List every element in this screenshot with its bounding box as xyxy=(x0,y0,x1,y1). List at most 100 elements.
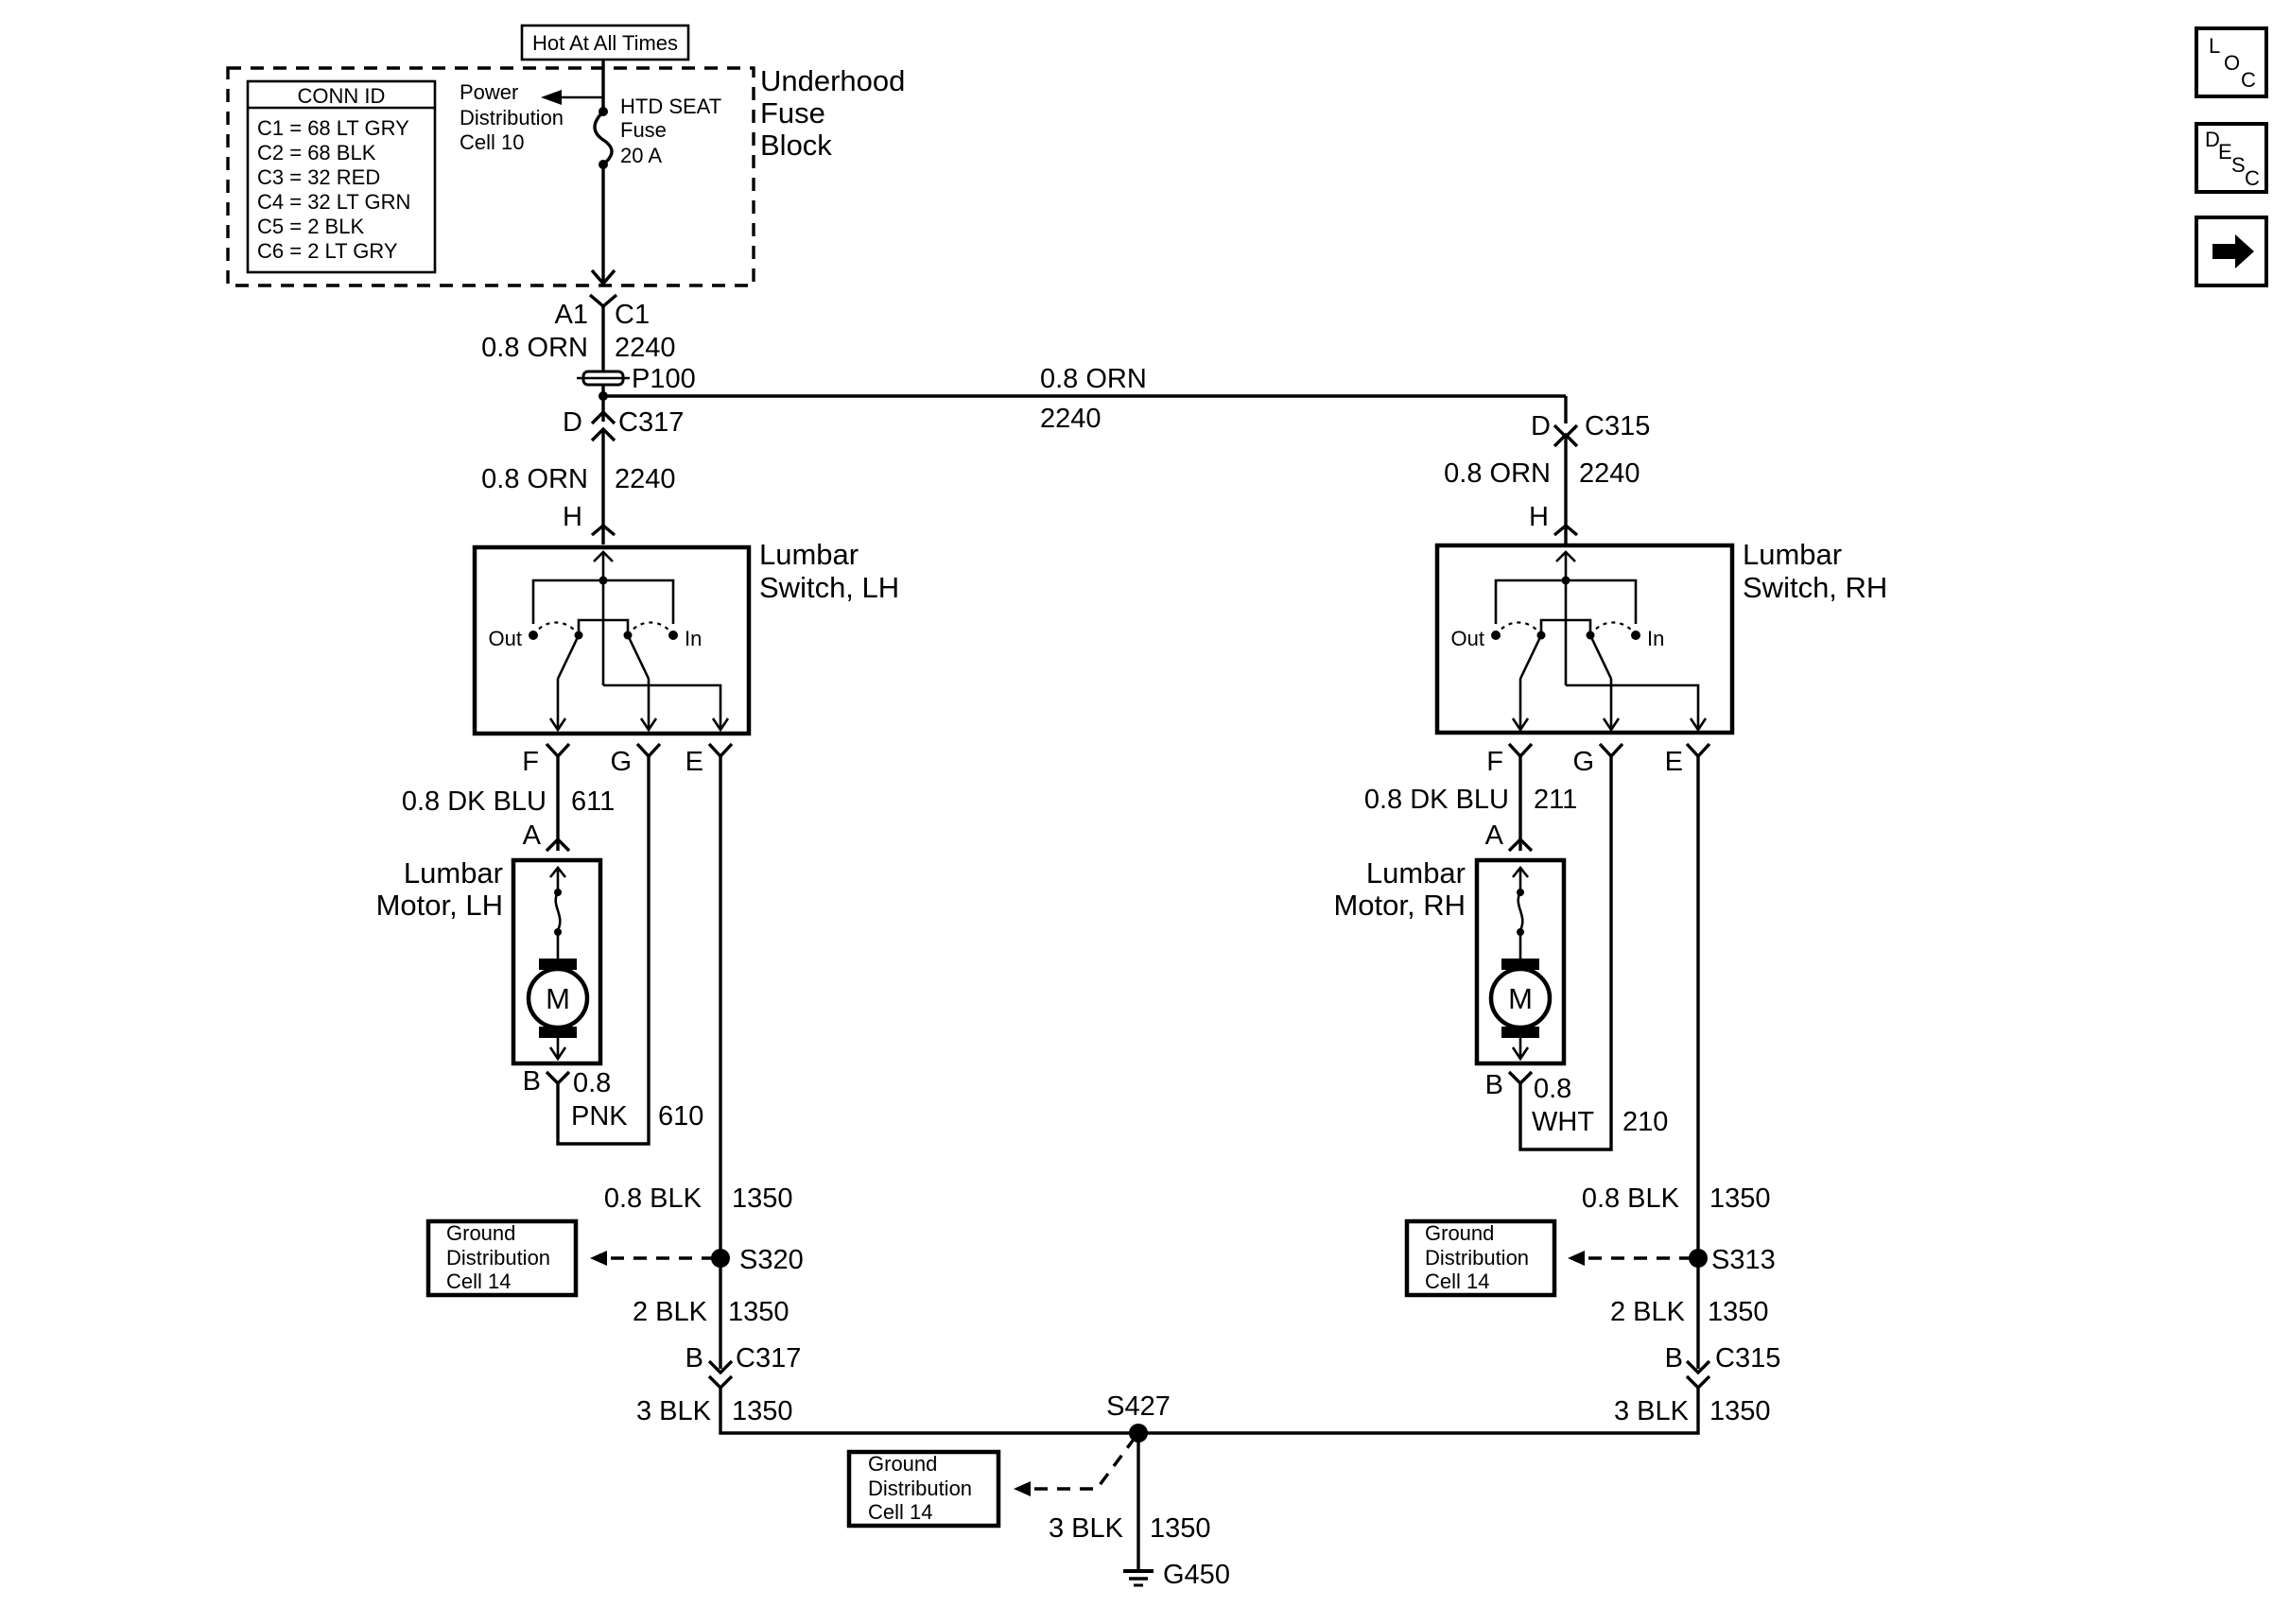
ground-bus: S427 Ground Distribution Cell 14 3 BLK 1… xyxy=(719,1388,1700,1590)
lumbar-switch-rh-in-label: In xyxy=(1647,627,1664,650)
lumbar-motor-lh-internals xyxy=(539,865,577,1038)
lumbar-switch-lh-in-label: In xyxy=(685,627,702,650)
pin-e-left: E xyxy=(685,747,703,777)
conn-id-table: CONN ID C1 = 68 LT GRY C2 = 68 BLK C3 = … xyxy=(246,79,437,274)
desc-c: C xyxy=(2245,166,2260,190)
next-page-button[interactable] xyxy=(2195,216,2268,287)
splice-s320-dot xyxy=(711,1249,730,1268)
pin-f-right-connector-icon xyxy=(1507,742,1534,759)
lumbar-switch-rh-internals xyxy=(1491,550,1708,733)
lumbar-switch-rh-label-2: Switch, RH xyxy=(1743,571,1887,604)
lumbar-motor-lh-label-1: Lumbar xyxy=(404,856,503,890)
conn-id-row: C5 = 2 BLK xyxy=(257,215,364,238)
motor-rh-icon xyxy=(1488,966,1553,1030)
fuse-block-name-3: Block xyxy=(760,129,832,162)
pin-f-left: F xyxy=(522,747,539,777)
bus-ground-ref-box xyxy=(846,1449,1001,1529)
lumbar-switch-lh-box xyxy=(472,544,752,736)
pin-g-connector-icon xyxy=(635,742,662,759)
connector-c317-label: C317 xyxy=(618,407,684,438)
ground-icon xyxy=(1123,1569,1154,1587)
lh-return-color: PNK xyxy=(571,1101,628,1132)
conn-id-row: C6 = 2 LT GRY xyxy=(257,239,398,263)
pin-g-left: G xyxy=(610,747,632,777)
c315-bottom-connector-icon xyxy=(1685,1374,1711,1391)
motor-rh-symbol: M xyxy=(1508,982,1533,1015)
bus-ground-ref-1: Ground xyxy=(868,1452,937,1476)
lumbar-motor-rh-label-2: Motor, RH xyxy=(1333,889,1466,922)
rh-ground-ref-arrow-icon xyxy=(1568,1251,1585,1266)
rh-motor-pin-a: A xyxy=(1485,821,1504,851)
bus-ground-ref-dashed-line xyxy=(1034,1439,1135,1491)
lh-return-circuit: 610 xyxy=(658,1101,703,1132)
lumbar-motor-lh-label-2: Motor, LH xyxy=(376,889,503,922)
c315-bottom-connector-icon xyxy=(1685,1359,1711,1375)
c317-pin-b: B xyxy=(685,1343,703,1373)
fuse-block-name-2: Fuse xyxy=(760,96,825,130)
hot-at-all-times-box xyxy=(520,24,690,61)
rh-motor-wire-label: 0.8 DK BLU xyxy=(1364,785,1509,815)
lumbar-switch-lh-internals xyxy=(529,550,730,733)
pin-d-left: D xyxy=(563,407,582,438)
fuse-block-outline xyxy=(226,66,755,287)
lumbar-switch-lh-label-2: Switch, LH xyxy=(759,571,899,604)
pin-f-right: F xyxy=(1486,747,1503,777)
bus-ground-ref-2: Distribution xyxy=(868,1477,972,1500)
power-dist-ref-3: Cell 10 xyxy=(460,130,524,154)
lh-ground-ref-2: Distribution xyxy=(446,1246,550,1270)
splice-s320-label: S320 xyxy=(739,1245,804,1275)
loc-c: C xyxy=(2241,68,2256,92)
main-feed-circuit: 2240 xyxy=(615,333,676,363)
splice-s427-label: S427 xyxy=(1106,1391,1171,1422)
lh-feed-wire-label: 0.8 ORN xyxy=(481,464,588,494)
lh-ground-wire-label: 0.8 BLK xyxy=(604,1183,703,1214)
bus-ground-ref-arrow-icon xyxy=(1014,1481,1031,1496)
lumbar-switch-lh-out-label: Out xyxy=(489,627,522,650)
rh-ground-wire-label: 0.8 BLK xyxy=(1582,1183,1680,1214)
cross-feed-wire-label: 0.8 ORN xyxy=(1040,364,1147,394)
hot-at-all-times-label: Hot At All Times xyxy=(532,31,678,55)
power-dist-ref-1: Power xyxy=(460,80,518,104)
splice-s313-dot xyxy=(1689,1249,1708,1268)
c315-bottom-label: C315 xyxy=(1715,1343,1780,1373)
power-dist-ref-2: Distribution xyxy=(460,106,564,130)
pin-g-right: G xyxy=(1572,747,1594,777)
lh-splice-wire-label: 2 BLK xyxy=(633,1297,708,1327)
rh-return-color: WHT xyxy=(1532,1107,1594,1137)
rh-return-wire xyxy=(1518,756,1613,1151)
bus-ground-ref-3: Cell 14 xyxy=(868,1500,932,1524)
c317-bottom-connector-icon xyxy=(707,1374,734,1391)
g450-circuit: 1350 xyxy=(1150,1513,1211,1544)
fuse-block-name-1: Underhood xyxy=(760,64,905,97)
lh-feed-circuit: 2240 xyxy=(615,464,676,494)
lh-motor-wire-label: 0.8 DK BLU xyxy=(402,786,547,817)
c317-bottom-label: C317 xyxy=(736,1343,801,1373)
fuse-icon xyxy=(593,110,614,166)
lh-ground-ref-arrow-icon xyxy=(590,1251,607,1266)
underhood-fuse-block: Hot At All Times Underhood Fuse Block CO… xyxy=(226,24,905,287)
pin-h-right: H xyxy=(1529,502,1549,532)
rh-splice-wire-label: 2 BLK xyxy=(1610,1297,1686,1327)
rh-splice-circuit: 1350 xyxy=(1708,1297,1769,1327)
lh-return-gauge: 0.8 xyxy=(573,1068,611,1098)
lumbar-switch-lh-label-1: Lumbar xyxy=(759,538,859,571)
lh-bottom-wire-label: 3 BLK xyxy=(636,1396,712,1426)
lumbar-switch-rh-out-label: Out xyxy=(1451,627,1484,650)
rh-ground-ref-2: Distribution xyxy=(1425,1246,1529,1270)
description-button[interactable]: D E S C xyxy=(2195,122,2268,194)
power-dist-arrow-icon xyxy=(541,90,562,105)
pin-h-left: H xyxy=(563,502,582,532)
cross-feed-circuit: 2240 xyxy=(1040,404,1102,434)
lh-ground-ref-1: Ground xyxy=(446,1221,515,1245)
pin-e-right-connector-icon xyxy=(1685,742,1711,759)
pin-e-connector-icon xyxy=(707,742,734,759)
lumbar-switch-rh-label-1: Lumbar xyxy=(1743,538,1842,571)
rh-ground-circuit: 1350 xyxy=(1709,1183,1771,1214)
c317-bottom-connector-icon xyxy=(707,1359,734,1375)
lh-motor-circuit: 611 xyxy=(571,786,615,817)
rh-bottom-wire-label: 3 BLK xyxy=(1614,1396,1690,1426)
location-button[interactable]: L O C xyxy=(2195,26,2268,98)
right-branch: D C315 0.8 ORN 2240 H Lumbar Switch, RH xyxy=(1333,396,1887,1426)
rh-motor-pin-b-icon xyxy=(1507,1070,1534,1086)
rh-motor-circuit: 211 xyxy=(1534,785,1577,815)
